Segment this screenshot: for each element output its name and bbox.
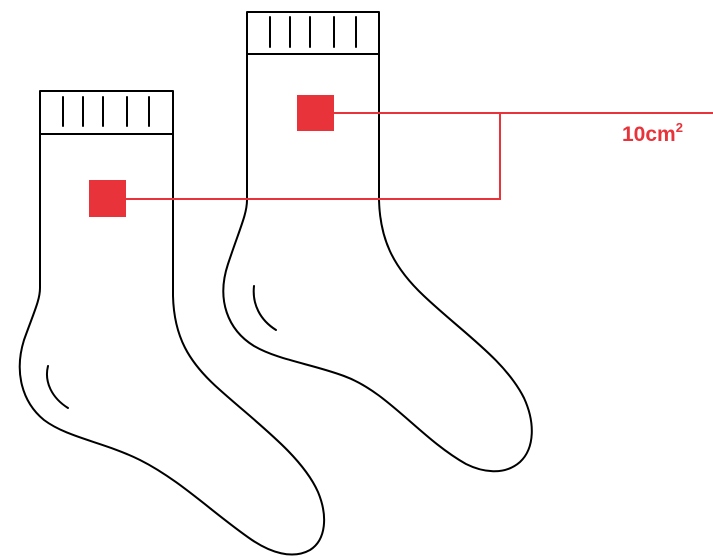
- sample-area-square-front: [89, 180, 126, 217]
- front-sock-heel-line: [46, 365, 69, 409]
- measurement-annotation: [89, 95, 713, 217]
- sock-icon: [222, 11, 533, 473]
- back-sock-cuff: [246, 11, 380, 55]
- front-sock-body: [18, 133, 326, 556]
- leader-line-front: [126, 113, 501, 200]
- measurement-value: 10cm: [622, 123, 676, 146]
- measurement-exponent: 2: [675, 120, 683, 135]
- back-sock-heel-line: [252, 285, 277, 331]
- sample-area-square-back: [297, 95, 334, 131]
- front-sock-cuff: [39, 90, 174, 135]
- back-sock-body: [222, 53, 533, 473]
- sock-icon: [18, 90, 326, 556]
- measurement-label: 10cm2: [622, 121, 683, 146]
